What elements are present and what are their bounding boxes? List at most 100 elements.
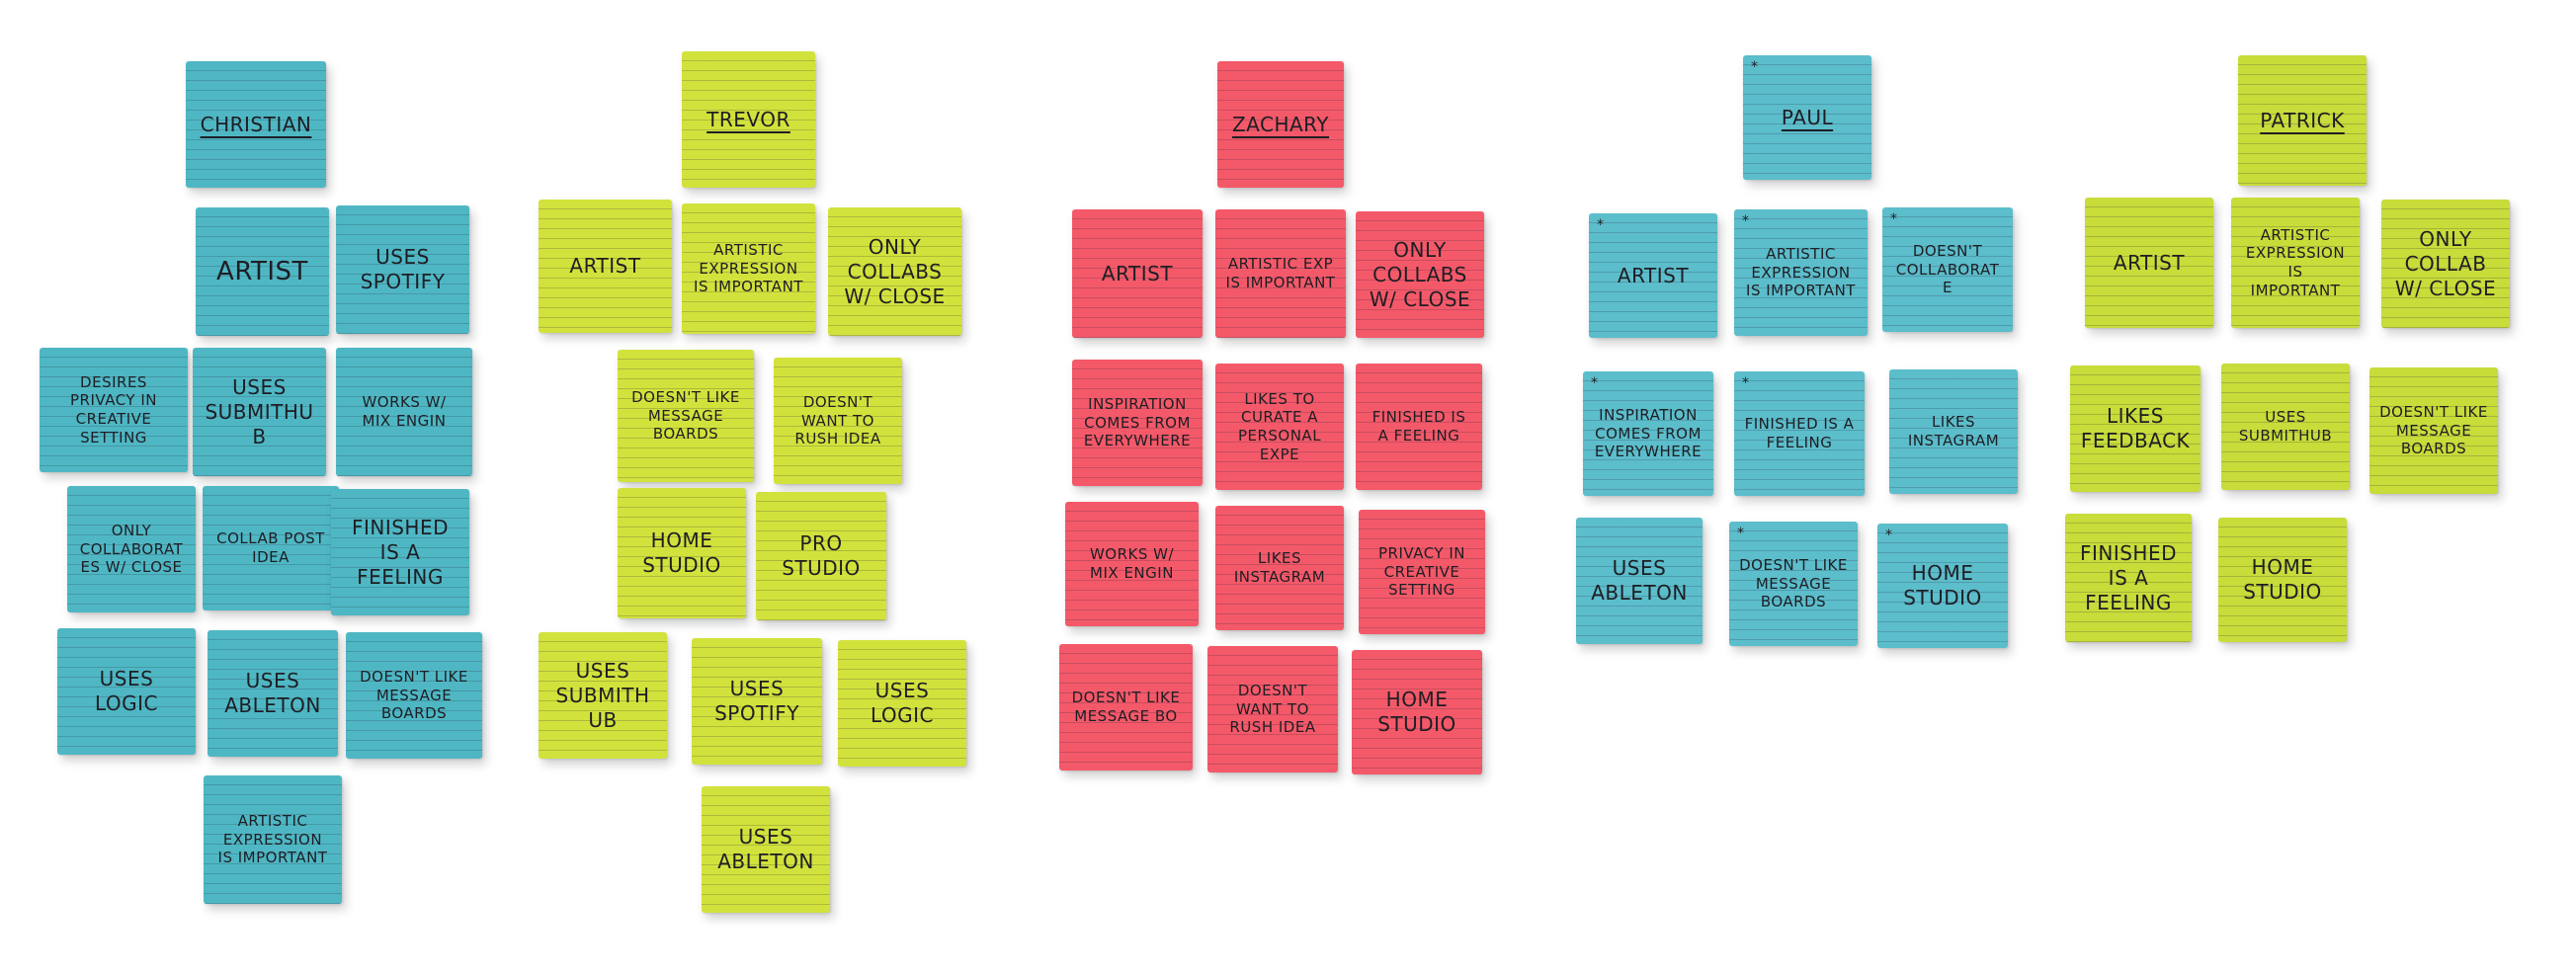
note-zachary-10: Doesn't Like Message Bo [1059,644,1193,771]
note-trevor-7: Pro Studio [756,492,886,620]
marker-icon: * [1742,375,1749,391]
note-text: Doesn't Like Message Boards [1739,555,1848,611]
note-text: Likes Feedback [2080,404,2191,452]
note-paul-6: Likes Instagram [1889,369,2018,494]
marker-icon: * [1742,213,1749,229]
note-text: Artistic Expression is Important [1746,244,1856,300]
note-text: Doesn't Want to Rush Idea [1229,681,1316,737]
note-patrick-6: Doesn't Like Message Boards [2369,367,2498,494]
note-text: Uses Spotify [714,677,799,725]
header-label: Christian [200,112,312,136]
note-text: Home Studio [2243,555,2322,604]
marker-icon: * [1890,211,1897,227]
marker-icon: * [1591,375,1598,391]
note-text: Doesn't Like Message Boards [360,667,468,723]
note-zachary-9: Privacy in Creative Setting [1359,510,1485,634]
note-text: Only Collaborates w/ Close [79,521,184,577]
note-christian-7: Collab Post Idea [203,486,339,610]
note-text: Artistic Expression is Important [2245,225,2346,299]
note-text: Uses Logic [94,667,159,715]
note-zachary-3: Only Collabs w/ Close [1356,211,1484,338]
marker-icon: * [1597,217,1604,233]
note-text: Collab Post Idea [216,529,325,566]
note-text: Artist [1617,263,1690,287]
note-zachary-7: Works w/ Mix Engin [1065,502,1199,626]
note-text: Home Studio [1377,688,1456,736]
note-christian-2: Uses Spotify [336,205,469,334]
note-trevor-2: Artistic Expression is Important [682,203,815,334]
header-note-patrick: Patrick [2238,55,2367,186]
note-text: Artist [216,256,308,286]
note-text: Desires Privacy in Creative Setting [70,372,157,446]
note-trevor-3: Only Collabs w/ Close [828,207,961,336]
note-christian-10: Uses Ableton [208,630,338,757]
note-christian-6: Only Collaborates w/ Close [67,486,196,612]
note-text: Uses SubmitHub [2238,408,2333,445]
note-zachary-1: Artist [1072,209,1203,338]
note-christian-8: Finished is a Feeling [331,489,469,615]
note-trevor-4: Doesn't Like Message Boards [618,350,754,482]
note-text: Uses Spotify [360,245,446,293]
note-text: Uses SubmitHub [205,374,314,448]
note-christian-5: Works w/ Mix Engin [336,348,472,476]
note-patrick-3: Only Collab w/ Close [2381,200,2510,328]
note-paul-8: *Doesn't Like Message Boards [1729,522,1858,646]
note-text: Artist [1101,261,1174,285]
header-label: Patrick [2260,108,2345,132]
note-text: Finished is a Feeling [1744,415,1855,451]
note-christian-11: Doesn't Like Message Boards [346,632,482,759]
note-text: Works w/ Mix Engin [362,393,447,430]
note-trevor-8: Uses SubmitHub [539,632,667,759]
header-note-christian: Christian [186,61,326,188]
note-text: Finished is a Feeling [351,515,450,589]
note-trevor-6: Home Studio [618,488,746,618]
header-label: Trevor [706,107,790,131]
note-text: Doesn't Collaborate [1895,241,2000,297]
header-label: Paul [1781,105,1834,129]
marker-icon: * [1751,59,1758,75]
marker-icon: * [1885,528,1892,543]
note-patrick-5: Uses SubmitHub [2221,364,2350,490]
note-patrick-2: Artistic Expression is Important [2231,198,2360,328]
note-text: Uses Ableton [1591,556,1688,605]
note-text: Home Studio [642,528,721,577]
note-text: Likes Instagram [1233,549,1326,586]
note-patrick-8: Home Studio [2218,518,2347,642]
note-text: Finished is a Feeling [2079,540,2178,614]
note-text: Inspiration Comes from Everywhere [1594,405,1703,461]
note-text: Artist [569,254,641,278]
note-text: Likes Instagram [1907,413,2000,449]
note-paul-7: Uses Ableton [1576,518,1703,644]
note-text: Artistic Exp is Important [1225,255,1336,291]
note-text: Works w/ Mix Engin [1089,545,1175,582]
note-trevor-10: Uses Logic [838,640,966,767]
header-note-trevor: Trevor [682,51,815,188]
note-text: Only Collabs w/ Close [844,234,946,308]
note-text: Artistic Expression is Important [694,240,803,296]
note-zachary-6: Finished is a Feeling [1356,364,1482,490]
note-text: Doesn't Like Message Boards [2379,402,2488,458]
note-christian-9: Uses Logic [57,628,196,755]
note-text: Doesn't Want to Rush Idea [794,392,881,448]
note-patrick-7: Finished is a Feeling [2065,514,2192,642]
note-text: Doesn't Like Message Bo [1071,689,1181,725]
note-text: Finished is a Feeling [1371,408,1466,445]
note-paul-5: * Finished is a Feeling [1734,371,1865,496]
note-text: Only Collabs w/ Close [1369,237,1471,311]
note-zachary-2: Artistic Exp is Important [1215,209,1346,338]
note-zachary-4: Inspiration Comes from Everywhere [1072,360,1203,486]
note-text: Artistic Expression is Important [217,811,328,867]
note-paul-4: * Inspiration Comes from Everywhere [1583,371,1713,496]
note-paul-9: *Home Studio [1877,524,2008,648]
note-paul-1: * Artist [1589,213,1717,338]
note-zachary-11: Doesn't Want to Rush Idea [1207,646,1338,772]
header-note-zachary: Zachary [1217,61,1344,188]
note-trevor-5: Doesn't Want to Rush Idea [774,358,902,484]
note-text: Pro Studio [782,531,861,580]
note-trevor-1: Artist [539,200,672,333]
note-zachary-12: Home Studio [1352,650,1482,774]
note-patrick-1: Artist [2085,198,2213,328]
header-label: Zachary [1231,112,1330,136]
note-zachary-5: Likes to Curate a Personal Expe [1215,364,1344,490]
